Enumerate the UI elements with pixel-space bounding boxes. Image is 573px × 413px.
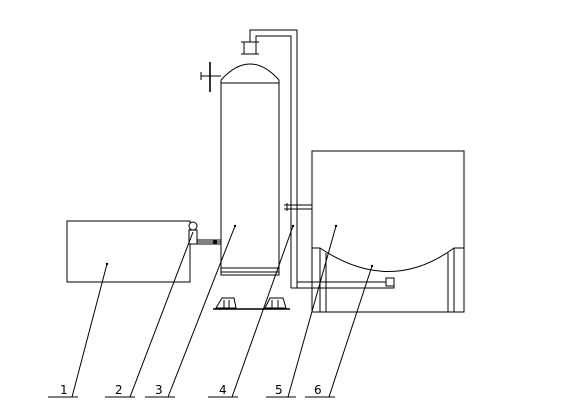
part-1-box: [66, 220, 191, 283]
label-1: 1: [60, 383, 68, 397]
label-3: 3: [155, 383, 163, 397]
top-fitting: [241, 41, 259, 55]
part-6-cradle: [312, 247, 464, 312]
part-2-column: [220, 63, 280, 276]
handwheel: [200, 62, 221, 92]
label-5: 5: [275, 383, 283, 397]
leader-lines: [71, 225, 373, 398]
label-4: 4: [219, 383, 227, 397]
column-feet: [213, 297, 290, 310]
label-2: 2: [115, 383, 123, 397]
label-6: 6: [314, 383, 322, 397]
part-4-pipe: [249, 29, 395, 289]
valve-assembly: [188, 221, 221, 245]
